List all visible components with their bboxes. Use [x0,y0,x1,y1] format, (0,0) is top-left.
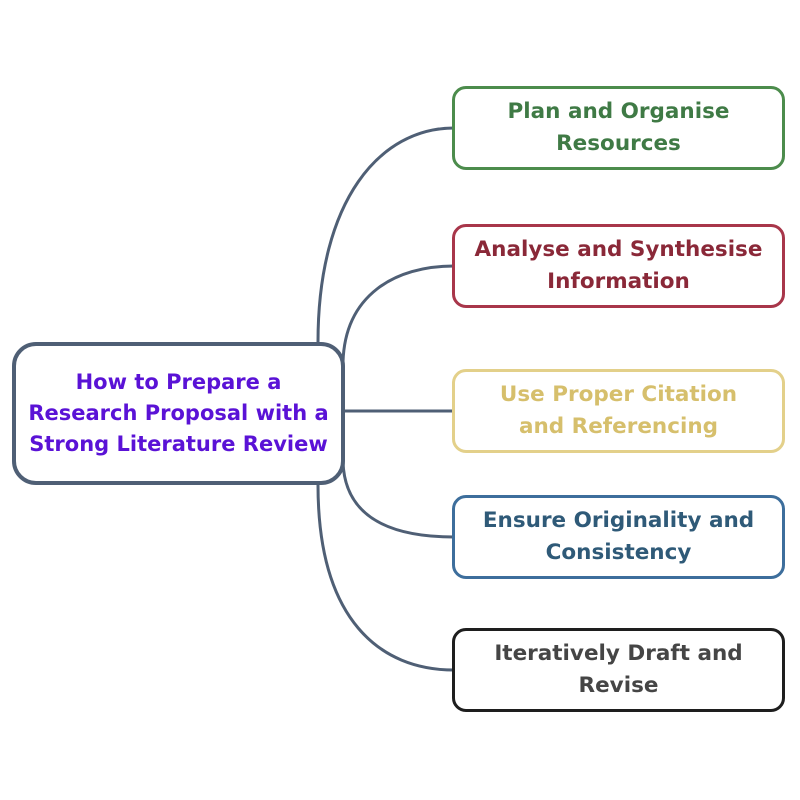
branch-line: Analyse and Synthesise [474,237,763,262]
branch-line: and Referencing [518,414,719,439]
central-line: Strong Literature Review [29,432,328,456]
connector-2 [341,264,455,363]
branch-line: Resources [556,131,681,156]
connector-1 [316,126,455,343]
branch-line: Use Proper Citation [499,382,738,407]
connector-5 [316,484,455,672]
branch-line: Plan and Organise [507,99,730,124]
branch-line: Consistency [545,540,692,565]
central-topic: How to Prepare a Research Proposal with … [12,342,345,485]
central-line: Research Proposal with a [28,401,329,425]
branch-line: Ensure Originality and [482,508,755,533]
central-line: How to Prepare a [75,370,282,394]
connector-4 [341,461,455,539]
branch-line: Information [547,269,690,294]
branch-citation-referencing: Use Proper Citation and Referencing [452,369,785,453]
branch-line: Revise [578,673,659,698]
branch-line: Iteratively Draft and [494,641,743,666]
